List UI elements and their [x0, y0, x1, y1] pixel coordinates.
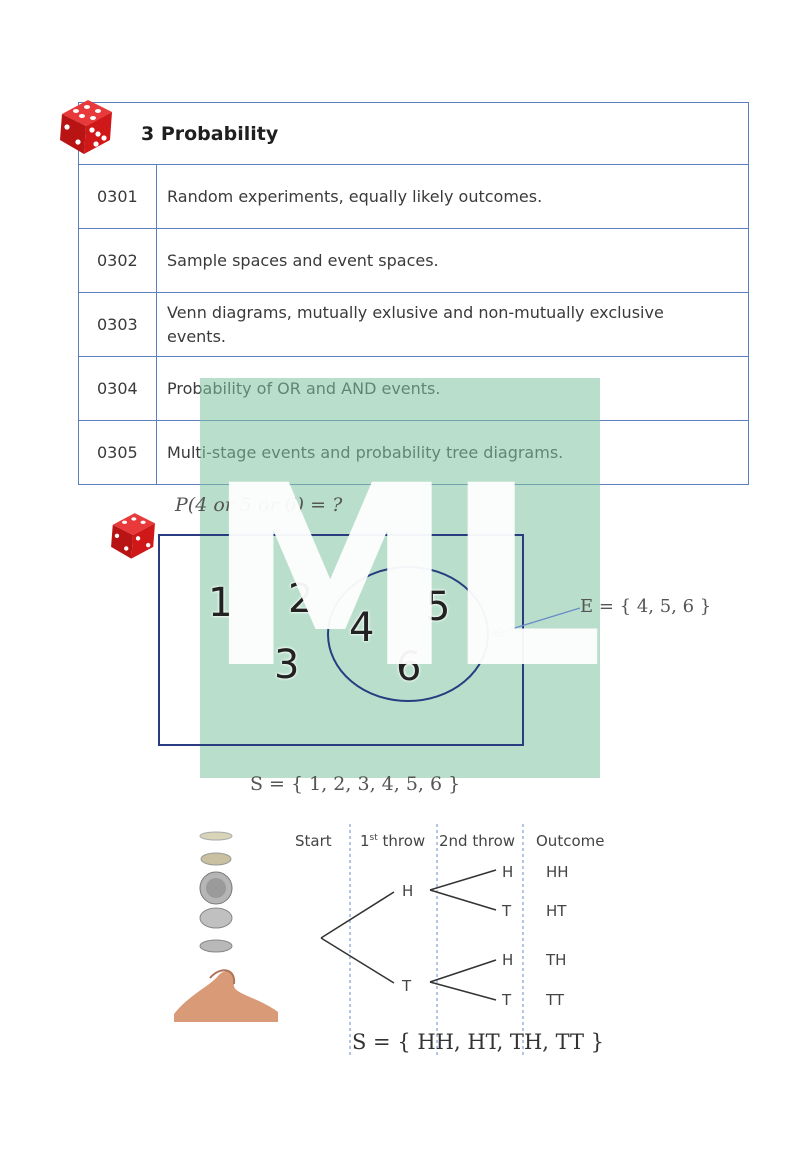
watermark-text: ML: [200, 378, 600, 778]
first-throw-node: T: [402, 977, 411, 995]
outcome-label: TH: [546, 951, 566, 969]
second-throw-node: T: [502, 991, 511, 1009]
outcome-label: HH: [546, 863, 569, 881]
table-row: 0303 Venn diagrams, mutually exlusive an…: [79, 293, 749, 357]
tree-header-outcome: Outcome: [536, 832, 604, 850]
probability-tree-diagram: [290, 820, 620, 1060]
tree-header-second: 2nd throw: [439, 832, 515, 850]
tree-header-start: Start: [295, 832, 332, 850]
second-throw-node: T: [502, 902, 511, 920]
topic-code: 0305: [79, 421, 157, 485]
first-throw-node: H: [402, 882, 413, 900]
topic-code: 0304: [79, 357, 157, 421]
outcome-label: TT: [546, 991, 564, 1009]
topic-description: Venn diagrams, mutually exlusive and non…: [157, 293, 749, 357]
dice-icon: [54, 94, 118, 158]
topic-description: Random experiments, equally likely outco…: [157, 165, 749, 229]
topic-code: 0301: [79, 165, 157, 229]
tree-sample-space: S = { HH, HT, TH, TT }: [352, 1030, 604, 1054]
topic-description: Sample spaces and event spaces.: [157, 229, 749, 293]
topic-title: 3 Probability: [79, 103, 749, 165]
tree-header-first: 1st throw: [360, 832, 425, 850]
outcome-label: HT: [546, 902, 566, 920]
second-throw-node: H: [502, 863, 513, 881]
topic-code: 0303: [79, 293, 157, 357]
ordinal-suffix: st: [370, 833, 378, 843]
table-row: 0302 Sample spaces and event spaces.: [79, 229, 749, 293]
event-set-label: E = { 4, 5, 6 }: [580, 596, 711, 617]
second-throw-node: H: [502, 951, 513, 969]
sample-space-label: S = { 1, 2, 3, 4, 5, 6 }: [250, 773, 460, 795]
table-row: 0301 Random experiments, equally likely …: [79, 165, 749, 229]
coin-toss-image: [170, 826, 290, 1026]
topic-code: 0302: [79, 229, 157, 293]
